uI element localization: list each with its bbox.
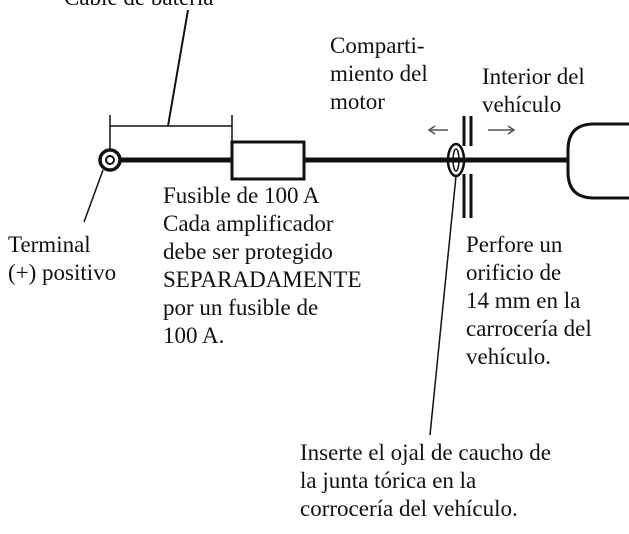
positive-terminal-hole: [105, 155, 115, 165]
right-arrow-icon: [488, 125, 516, 135]
top-label-leader-line: [167, 9, 189, 127]
drill-hole-instruction: Perfore un orificio de 14 mm en la carro…: [466, 232, 592, 369]
positive-terminal-label: Terminal (+) positivo: [8, 232, 117, 285]
engine-compartment-label: Comparti- miento del motor: [330, 33, 428, 114]
battery-cable-label-partial: Cable de batería: [64, 0, 213, 12]
grommet-leader-line: [429, 175, 457, 436]
amplifier-bracket: [566, 122, 629, 200]
vehicle-interior-label: Interior del vehículo: [482, 64, 585, 117]
fuse-holder: [230, 140, 306, 181]
terminal-leader-line: [83, 169, 104, 223]
grommet-instruction: Inserte el ojal de caucho de la junta tó…: [300, 440, 551, 521]
left-arrow-icon: [427, 125, 448, 135]
fuse-label: Fusible de 100 A Cada amplificador debe …: [163, 183, 362, 348]
